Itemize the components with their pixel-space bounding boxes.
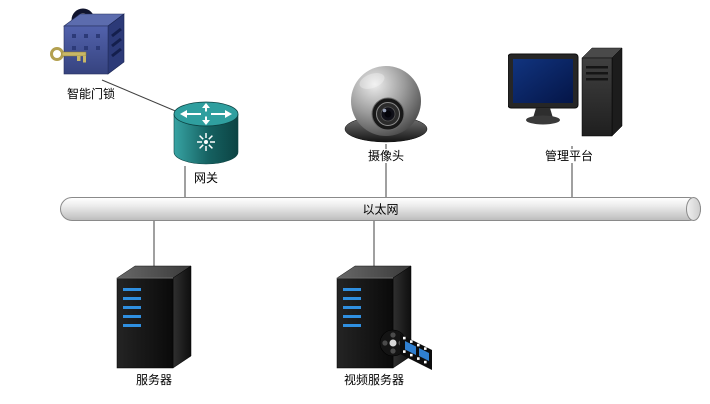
ethernet-label: 以太网 <box>362 202 399 217</box>
management-platform-label: 管理平台 <box>542 149 595 163</box>
node-server[interactable]: 服务器 <box>108 262 200 387</box>
bus-end-cap <box>686 197 701 221</box>
starburst-icon <box>197 133 215 151</box>
ethernet-bus[interactable]: 以太网 <box>60 197 701 221</box>
server-tower-icon <box>116 265 192 369</box>
node-management-platform[interactable]: 管理平台 <box>506 42 632 163</box>
server-label: 服务器 <box>133 373 174 387</box>
dome-camera-icon <box>344 66 428 143</box>
smart-lock-label: 智能门锁 <box>64 87 117 101</box>
video-server-label: 视频服务器 <box>341 373 406 387</box>
smart-lock-icon <box>50 8 125 75</box>
node-camera[interactable]: 摄像头 <box>341 64 431 163</box>
camera-label: 摄像头 <box>365 149 406 163</box>
router-icon <box>173 101 239 165</box>
server-led-lights <box>123 288 141 327</box>
workstation-icon <box>508 47 623 137</box>
server-led-lights <box>343 288 361 327</box>
video-media-decoration <box>378 326 434 380</box>
key-icon <box>50 47 87 63</box>
gateway-label: 网关 <box>191 171 220 185</box>
film-reel-icon <box>379 329 432 370</box>
node-gateway[interactable]: 网关 <box>168 98 244 185</box>
node-smart-lock[interactable]: 智能门锁 <box>45 6 137 101</box>
